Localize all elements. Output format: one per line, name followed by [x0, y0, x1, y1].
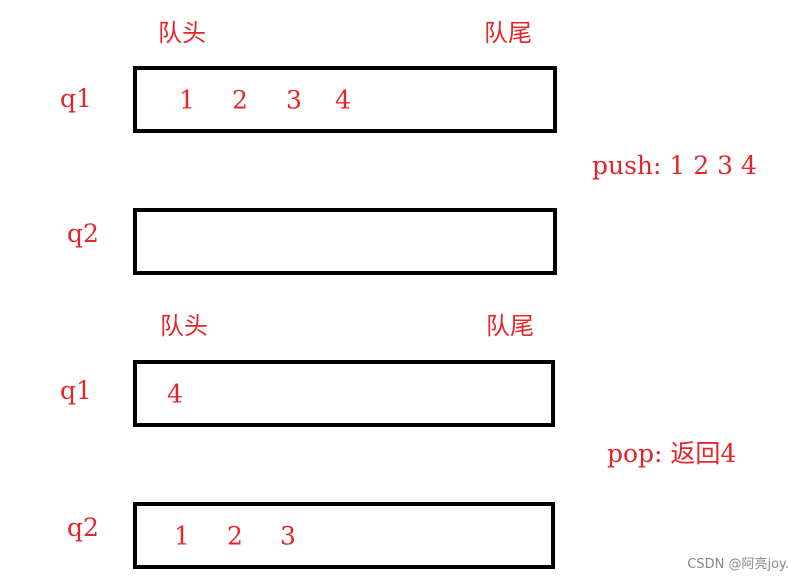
q1-item: 3 — [286, 85, 302, 114]
q2-item: 1 — [174, 521, 190, 550]
queue-tail-label: 队尾 — [484, 19, 532, 47]
q1-box: 1 2 3 4 — [133, 66, 557, 133]
q1-item: 2 — [232, 85, 248, 114]
queue-head-label: 队头 — [158, 19, 206, 47]
watermark: CSDN @阿亮joy. — [687, 557, 789, 572]
q2-box — [133, 208, 557, 275]
q1-label: q1 — [60, 376, 92, 405]
q1-item: 4 — [335, 85, 351, 114]
q1-item: 1 — [179, 85, 195, 114]
q1-box: 4 — [133, 360, 555, 427]
pop-operation-label: pop: 返回4 — [607, 439, 737, 468]
q1-item: 4 — [167, 379, 183, 408]
queue-head-label: 队头 — [160, 312, 208, 340]
q2-item: 3 — [280, 521, 296, 550]
q1-label: q1 — [60, 84, 92, 113]
q2-item: 2 — [227, 521, 243, 550]
q2-label: q2 — [67, 513, 99, 542]
q2-label: q2 — [67, 219, 99, 248]
queue-tail-label: 队尾 — [486, 312, 534, 340]
q2-box: 1 2 3 — [133, 502, 555, 569]
push-operation-label: push: 1 2 3 4 — [592, 151, 757, 180]
